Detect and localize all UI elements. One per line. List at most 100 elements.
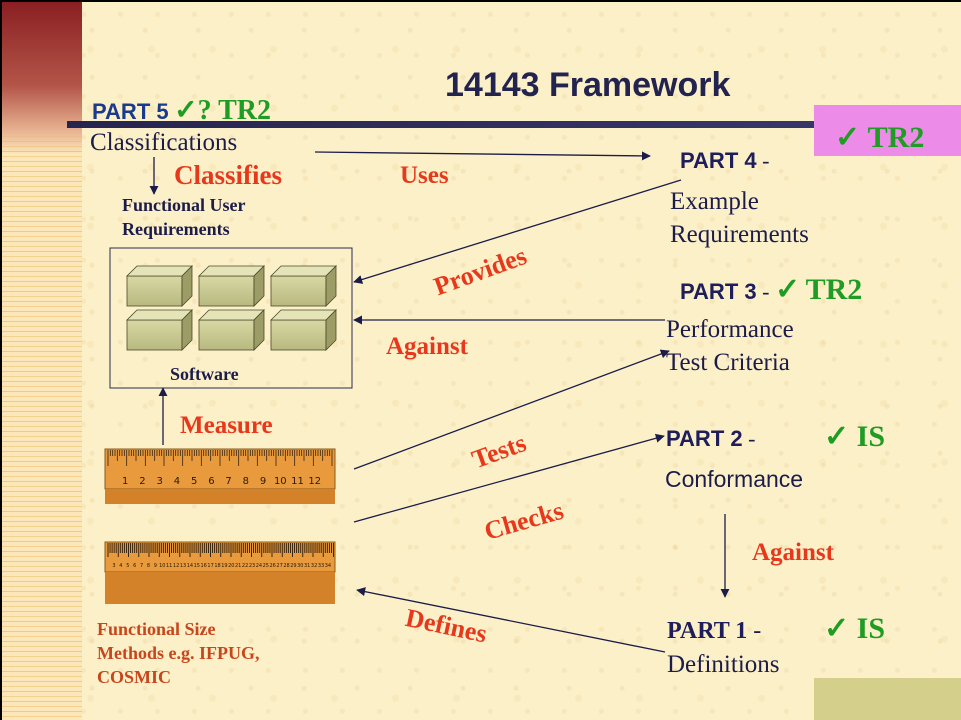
ruler-tick-label: 9 — [260, 476, 266, 487]
svg-text:11: 11 — [166, 563, 172, 569]
module-cube — [126, 265, 193, 307]
svg-text:31: 31 — [304, 563, 310, 569]
software-modules — [126, 265, 337, 351]
arrow-defines — [356, 587, 666, 653]
svg-text:26: 26 — [270, 563, 276, 569]
part2-status: IS — [856, 420, 885, 453]
module-cube — [270, 265, 337, 307]
check-icon: ✓ — [824, 420, 850, 453]
functional-size-methods: Functional Size Methods e.g. IFPUG, COSM… — [97, 617, 259, 689]
svg-text:15: 15 — [194, 563, 200, 569]
software-box — [109, 247, 353, 389]
svg-text:22: 22 — [242, 563, 248, 569]
ruler-tick-label: 6 — [208, 476, 214, 487]
part1-status: IS — [856, 612, 885, 645]
ruler-tick-label: 4 — [174, 476, 180, 487]
svg-text:14: 14 — [187, 563, 193, 569]
svg-text:30: 30 — [297, 563, 303, 569]
svg-text:20: 20 — [228, 563, 234, 569]
ruler-tick-label: 11 — [291, 476, 304, 487]
part2-status-group: ✓ IS — [824, 419, 885, 454]
svg-text:17: 17 — [207, 563, 213, 569]
part1-heading: PART 1 - — [667, 618, 761, 645]
methods-line2: Methods e.g. IFPUG, — [97, 643, 260, 663]
svg-text:16: 16 — [201, 563, 207, 569]
ruler-tick-label: 2 — [139, 476, 145, 487]
module-cube — [198, 265, 265, 307]
fur-line2: Requirements — [122, 219, 230, 239]
ruler-tick-label: 3 — [157, 476, 163, 487]
svg-text:32: 32 — [311, 563, 317, 569]
arrow-checks — [353, 433, 665, 523]
software-label: Software — [170, 364, 239, 384]
fur-line1: Functional User — [122, 195, 246, 215]
svg-text:24: 24 — [256, 563, 262, 569]
svg-text:25: 25 — [263, 563, 269, 569]
svg-text:3: 3 — [112, 563, 115, 569]
relation-measure: Measure — [180, 412, 273, 439]
module-cube — [126, 309, 193, 351]
svg-text:4: 4 — [119, 563, 122, 569]
relation-uses: Uses — [400, 162, 449, 189]
ruler-tick-label: 8 — [243, 476, 249, 487]
svg-text:12: 12 — [173, 563, 179, 569]
svg-text:34: 34 — [325, 563, 331, 569]
methods-line3: COSMIC — [97, 667, 172, 687]
check-icon: ✓ — [774, 273, 801, 306]
part2-heading: PART 2 - — [666, 426, 755, 452]
check-icon: ✓ — [824, 612, 850, 645]
corner-box — [814, 678, 961, 720]
svg-text:8: 8 — [147, 563, 150, 569]
part3-name: Performance Test Criteria — [666, 313, 794, 379]
svg-text:18: 18 — [214, 563, 220, 569]
arrow-tests — [353, 349, 670, 470]
svg-text:28: 28 — [283, 563, 289, 569]
module-cube — [270, 309, 337, 351]
relation-classifies: Classifies — [174, 160, 282, 190]
part4-name-line2: Requirements — [670, 221, 809, 248]
arrow-uses — [314, 151, 651, 161]
part4-status-group: ✓ TR2 — [835, 120, 924, 155]
page-title: 14143 Framework — [445, 66, 731, 104]
arrow-provides — [353, 179, 682, 284]
part4-dash: - — [762, 148, 770, 173]
ruler-tick-label: 10 — [274, 476, 287, 487]
part3-name-line1: Performance — [666, 316, 794, 343]
part4-label: PART 4 — [680, 148, 757, 173]
part1-dash: - — [753, 618, 762, 644]
svg-text:21: 21 — [235, 563, 241, 569]
part1-status-group: ✓ IS — [824, 611, 885, 646]
svg-text:29: 29 — [290, 563, 296, 569]
part3-status: TR2 — [805, 273, 863, 306]
methods-line1: Functional Size — [97, 619, 216, 639]
svg-text:7: 7 — [140, 563, 143, 569]
part3-name-line2: Test Criteria — [666, 349, 790, 376]
svg-text:13: 13 — [180, 563, 186, 569]
part5-label: PART 5 — [92, 99, 169, 124]
part2-name: Conformance — [665, 466, 804, 492]
part5-name: Classifications — [90, 129, 238, 156]
part4-status: TR2 — [867, 121, 925, 154]
part5-status: ? TR2 — [197, 95, 271, 126]
functional-user-requirements: Functional User Requirements — [122, 193, 246, 241]
part3-heading: PART 3 - ✓ TR2 — [680, 272, 862, 307]
svg-text:5: 5 — [126, 563, 129, 569]
part3-label: PART 3 — [680, 279, 757, 304]
svg-text:9: 9 — [154, 563, 157, 569]
title-underline — [67, 121, 961, 128]
part4-name-line1: Example — [670, 188, 759, 215]
check-icon: ✓ — [174, 95, 198, 126]
check-icon: ✓ — [835, 121, 861, 154]
part4-heading: PART 4 - — [680, 148, 769, 174]
part3-dash: - — [762, 279, 770, 304]
highlight-box — [814, 105, 961, 156]
svg-text:6: 6 — [133, 563, 136, 569]
svg-text:33: 33 — [318, 563, 324, 569]
ruler-tick-label: 7 — [225, 476, 231, 487]
part2-label: PART 2 — [666, 426, 743, 451]
ruler-tick-label: 5 — [191, 476, 197, 487]
part2-dash: - — [748, 426, 756, 451]
